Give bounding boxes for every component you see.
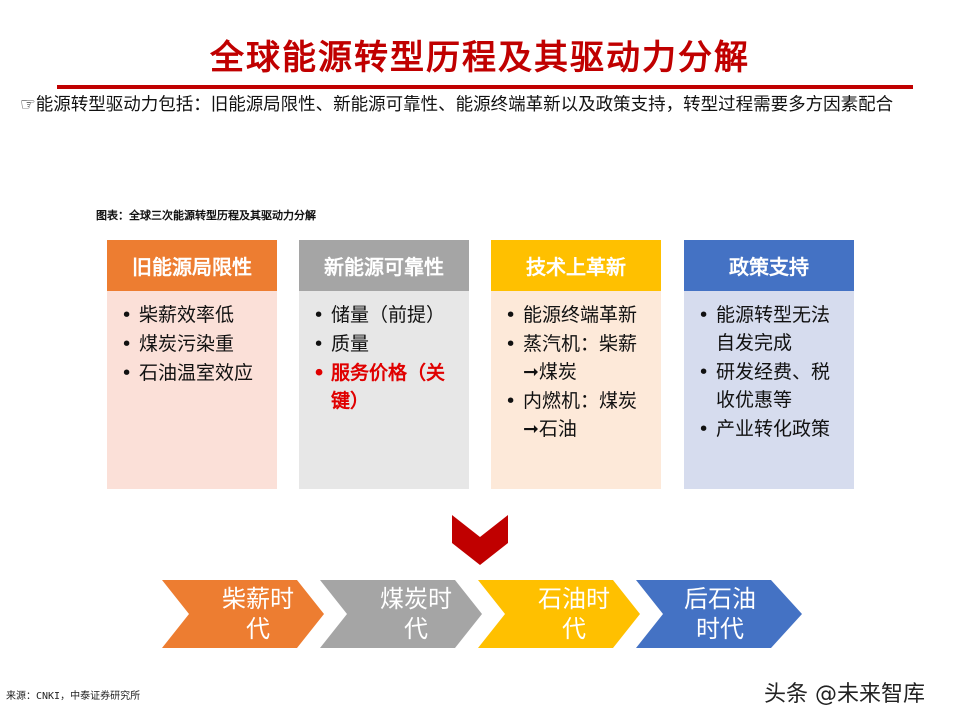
card-body: 能源终端革新 蒸汽机：柴薪➞煤炭 内燃机：煤炭➞石油 [491,291,661,489]
card-item: 能源转型无法自发完成 [694,301,844,357]
card-item: 内燃机：煤炭➞石油 [501,387,651,443]
card-header: 技术上革新 [491,240,661,291]
card-item: 石油温室效应 [117,359,267,387]
card-item: 能源终端革新 [501,301,651,329]
card-item: 蒸汽机：柴薪➞煤炭 [501,330,651,386]
card-item: 质量 [309,330,459,358]
card-body: 储量（前提） 质量 服务价格（关键） [299,291,469,489]
card-header: 政策支持 [684,240,854,291]
chevron-down-icon [452,515,508,565]
figure-caption: 图表：全球三次能源转型历程及其驱动力分解 [96,209,316,222]
watermark: 头条 @未来智库 [764,682,925,707]
card-tech-innovation: 技术上革新 能源终端革新 蒸汽机：柴薪➞煤炭 内燃机：煤炭➞石油 [491,240,661,489]
page-title: 全球能源转型历程及其驱动力分解 [210,38,750,78]
card-header: 新能源可靠性 [299,240,469,291]
card-body: 能源转型无法自发完成 研发经费、税收优惠等 产业转化政策 [684,291,854,489]
card-body: 柴薪效率低 煤炭污染重 石油温室效应 [107,291,277,489]
title-divider [57,85,913,89]
intro-text: ☞能源转型驱动力包括：旧能源局限性、新能源可靠性、能源终端革新以及政策支持，转型… [20,95,894,115]
card-item: 煤炭污染重 [117,330,267,358]
card-item-highlight: 服务价格（关键） [309,359,459,415]
card-item: 研发经费、税收优惠等 [694,358,844,414]
card-new-energy-reliability: 新能源可靠性 储量（前提） 质量 服务价格（关键） [299,240,469,489]
era-post-oil: 后石油时代 [684,585,756,643]
era-firewood: 柴薪时代 [222,585,294,643]
card-header: 旧能源局限性 [107,240,277,291]
card-item: 储量（前提） [309,301,459,329]
card-old-energy-limits: 旧能源局限性 柴薪效率低 煤炭污染重 石油温室效应 [107,240,277,489]
era-coal: 煤炭时代 [380,585,452,643]
era-chevrons [162,580,802,648]
source-note: 来源：CNKI，中泰证券研究所 [6,691,141,702]
card-item: 柴薪效率低 [117,301,267,329]
era-oil: 石油时代 [538,585,610,643]
card-item: 产业转化政策 [694,415,844,443]
card-policy-support: 政策支持 能源转型无法自发完成 研发经费、税收优惠等 产业转化政策 [684,240,854,489]
